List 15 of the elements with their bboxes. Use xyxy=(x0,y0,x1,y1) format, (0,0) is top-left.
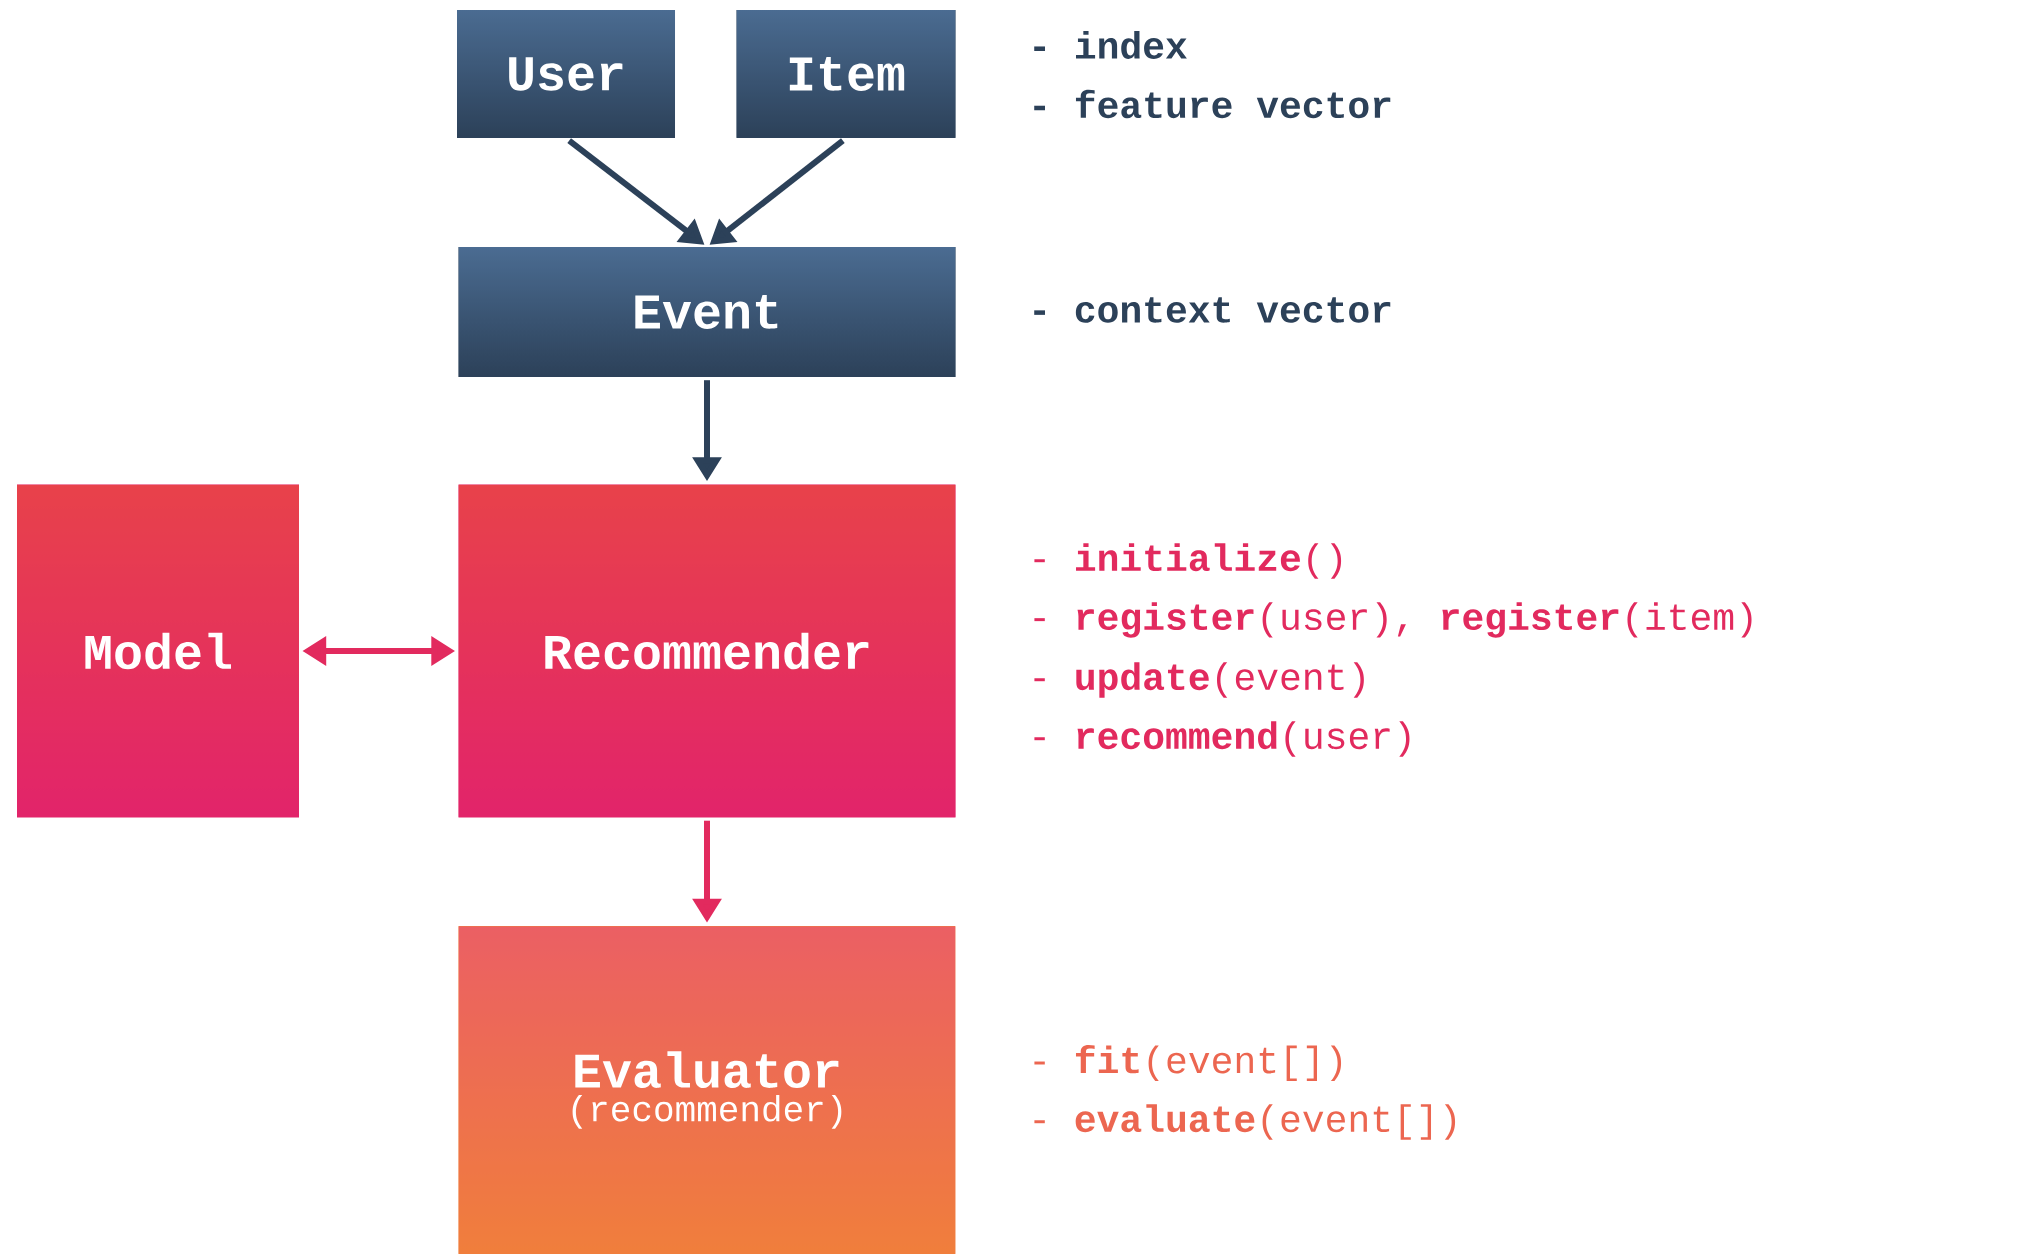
method-line: - initialize() xyxy=(1034,543,1342,579)
process-box: User xyxy=(457,10,675,138)
process-box: Item xyxy=(736,10,956,138)
method-line: - feature vector xyxy=(1034,89,1391,119)
process-box: Evaluator (recommender) xyxy=(458,926,956,1254)
method-line: - fit(event[]) xyxy=(1034,1045,1342,1081)
method-line: - context vector xyxy=(1034,297,1391,323)
process-box: Event xyxy=(458,247,956,377)
method-line: - recommend(user) xyxy=(1034,721,1410,757)
process-box: Recommender xyxy=(458,484,956,818)
process-box: Model xyxy=(17,484,299,818)
method-line: - index xyxy=(1034,31,1187,59)
method-line: - evaluate(event[]) xyxy=(1034,1104,1456,1140)
method-line: - register(user), register(item) xyxy=(1034,602,1752,638)
method-line: - update(event) xyxy=(1034,662,1364,698)
